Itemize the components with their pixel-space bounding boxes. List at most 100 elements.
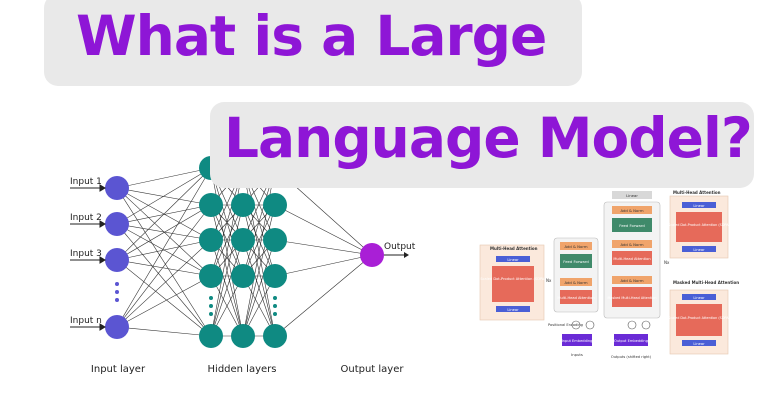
right-bottom-attention-panel: Masked Multi-Head Attention Linear Scale… bbox=[668, 280, 739, 355]
hidden-node bbox=[199, 324, 223, 348]
left-linear-bottom bbox=[496, 306, 530, 312]
hidden-node bbox=[263, 228, 287, 252]
left-sdpa-label: Scaled Dot-Product Attention (SDPA) bbox=[480, 277, 546, 281]
input-label-1: Input 1 bbox=[70, 177, 102, 187]
decoder-add-norm-2 bbox=[612, 240, 652, 248]
hidden-node bbox=[231, 193, 255, 217]
right-bottom-linear2-label: Linear bbox=[693, 342, 705, 346]
input-embedding-block bbox=[562, 334, 592, 346]
left-linear-top bbox=[496, 256, 530, 262]
output-arrowhead bbox=[404, 252, 409, 258]
input-layer-label: Input layer bbox=[91, 364, 146, 375]
decoder-positional-icon bbox=[641, 320, 651, 330]
input-labels: Input 1 Input 2 Input 3 Input n bbox=[70, 177, 102, 326]
right-bottom-linear-label: Linear bbox=[693, 296, 705, 300]
network-edge bbox=[116, 204, 212, 225]
input-node bbox=[105, 248, 129, 272]
right-top-linear2-label: Linear bbox=[693, 248, 705, 252]
hidden-node bbox=[263, 324, 287, 348]
input-ellipsis-icon bbox=[115, 282, 119, 302]
network-nodes bbox=[105, 156, 384, 348]
encoder-add-norm-top bbox=[560, 242, 592, 250]
decoder-add-norm-3 bbox=[612, 276, 652, 284]
decoder-masked-mha-label: Masked Multi-Head Attention bbox=[607, 296, 656, 300]
decoder-add-norm-1 bbox=[612, 206, 652, 214]
hidden-node bbox=[199, 193, 223, 217]
right-top-title: Multi-Head Attention bbox=[673, 190, 721, 195]
decoder-mha-label: Multi-Head Attention bbox=[613, 257, 650, 261]
network-edge bbox=[116, 167, 212, 261]
network-edge bbox=[116, 239, 212, 261]
decoder-add-icon bbox=[627, 320, 637, 330]
decoder-feed-forward-label: Feed Forward bbox=[619, 223, 645, 228]
encoder-add-norm-top-label: Add & Norm bbox=[564, 244, 587, 249]
decoder-feed-forward bbox=[612, 218, 652, 232]
network-edge bbox=[116, 223, 212, 241]
encoder-feed-forward bbox=[560, 254, 592, 268]
left-sdpa-block bbox=[492, 266, 534, 302]
network-edge bbox=[210, 239, 244, 337]
encoder-nx-label: Nx bbox=[546, 278, 552, 283]
positional-encoding-label: Positional Encoding bbox=[548, 323, 583, 327]
hidden-node bbox=[263, 193, 287, 217]
network-edge bbox=[274, 254, 373, 337]
decoder-masked-mha bbox=[612, 287, 652, 307]
network-edge bbox=[274, 254, 373, 277]
network-edge bbox=[210, 204, 244, 277]
encoder-add-norm-mid-label: Add & Norm bbox=[564, 280, 587, 285]
decoder-add-norm-3-label: Add & Norm bbox=[620, 278, 643, 283]
right-top-attention-panel: Multi-Head Attention Linear Scaled Dot-P… bbox=[668, 190, 731, 259]
hidden-node bbox=[263, 264, 287, 288]
left-attention-panel: Multi-Head Attention Linear Scaled Dot-P… bbox=[479, 244, 546, 321]
encoder-stack: Add & Norm Feed Forward Add & Norm Multi… bbox=[546, 237, 599, 313]
right-top-linear-label: Linear bbox=[693, 204, 705, 208]
top-linear-label: Linear bbox=[626, 193, 638, 198]
network-edge bbox=[116, 275, 212, 328]
decoder-stack: Softmax Linear Add & Norm Feed Forward A… bbox=[603, 178, 670, 319]
network-edge bbox=[210, 204, 244, 337]
output-layer-label: Output layer bbox=[340, 364, 404, 375]
title-pill-bottom bbox=[210, 102, 754, 188]
right-bottom-title: Masked Multi-Head Attention bbox=[673, 280, 739, 285]
decoder-nx-label: Nx bbox=[664, 260, 670, 265]
input-embedding-label: Input Embedding bbox=[562, 339, 593, 343]
network-edge bbox=[116, 204, 212, 261]
encoder-add-icon bbox=[571, 320, 581, 330]
decoder-mha bbox=[612, 251, 652, 265]
input-label-3: Input 3 bbox=[70, 249, 102, 259]
title-pill-top bbox=[44, 0, 582, 86]
network-edge bbox=[116, 187, 212, 206]
network-edge bbox=[242, 204, 276, 337]
hidden-node bbox=[231, 264, 255, 288]
output-embedding-label: Output Embedding bbox=[614, 339, 648, 343]
encoder-mha bbox=[560, 290, 592, 304]
title-line-2: Language Model? bbox=[224, 106, 753, 170]
network-edge bbox=[274, 204, 373, 256]
left-linear-bottom-label: Linear bbox=[507, 308, 519, 312]
network-edge bbox=[116, 259, 212, 277]
network-edge bbox=[274, 239, 373, 256]
title-line-1: What is a Large bbox=[76, 4, 547, 68]
output-label: Output bbox=[384, 242, 416, 252]
encoder-mha-label: Multi-Head Attention bbox=[557, 296, 594, 300]
output-embedding-block bbox=[614, 334, 648, 346]
decoder-add-norm-1-label: Add & Norm bbox=[620, 208, 643, 213]
output-node bbox=[360, 243, 384, 267]
embedding-layer: Positional Encoding Input Embedding Outp… bbox=[548, 320, 652, 359]
right-top-sdpa-label: Scaled Dot-Product Attention (SDPA) bbox=[668, 223, 731, 227]
hidden-node bbox=[231, 324, 255, 348]
input-label-2: Input 2 bbox=[70, 213, 102, 223]
outputs-label: Outputs (shifted right) bbox=[611, 355, 652, 359]
neural-network-diagram: Input 1 Input 2 Input 3 Input n Output I… bbox=[70, 156, 416, 375]
encoder-positional-icon bbox=[585, 320, 595, 330]
left-panel-title: Multi-Head Attention bbox=[490, 246, 538, 251]
network-edge bbox=[242, 239, 276, 337]
encoder-feed-forward-label: Feed Forward bbox=[563, 259, 589, 264]
hidden-node bbox=[231, 228, 255, 252]
network-edge bbox=[116, 326, 212, 337]
network-edge bbox=[116, 167, 212, 189]
network-edge bbox=[116, 167, 212, 328]
network-edge bbox=[242, 204, 276, 277]
encoder-add-norm-mid bbox=[560, 278, 592, 286]
